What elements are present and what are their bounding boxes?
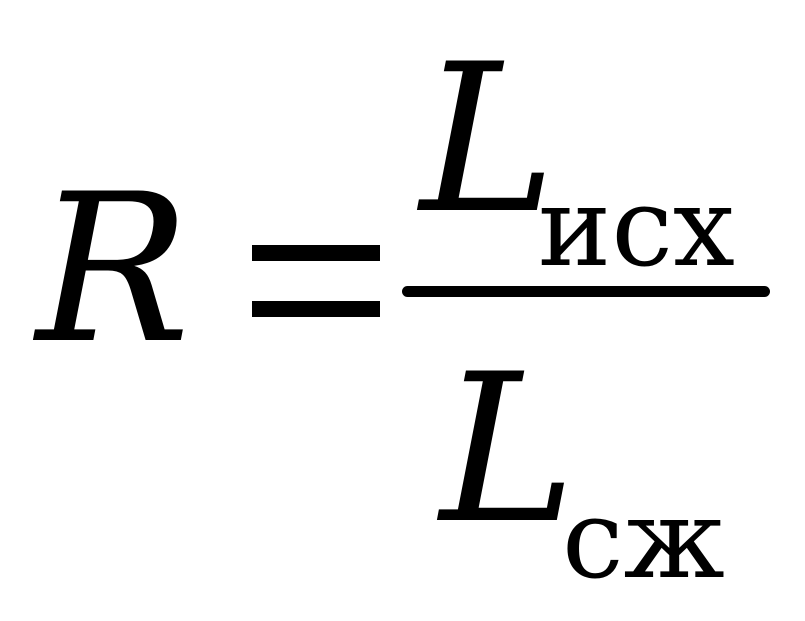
numerator-subscript: исх: [538, 163, 735, 291]
numerator-symbol: L: [420, 21, 557, 259]
fraction-line: [402, 286, 770, 297]
formula-lhs-symbol: R: [36, 151, 191, 389]
equals-sign: [252, 245, 380, 317]
denominator-symbol: L: [440, 331, 577, 569]
denominator-subscript: сж: [562, 475, 725, 603]
equals-bar-bottom: [252, 301, 380, 317]
equals-bar-top: [252, 245, 380, 261]
